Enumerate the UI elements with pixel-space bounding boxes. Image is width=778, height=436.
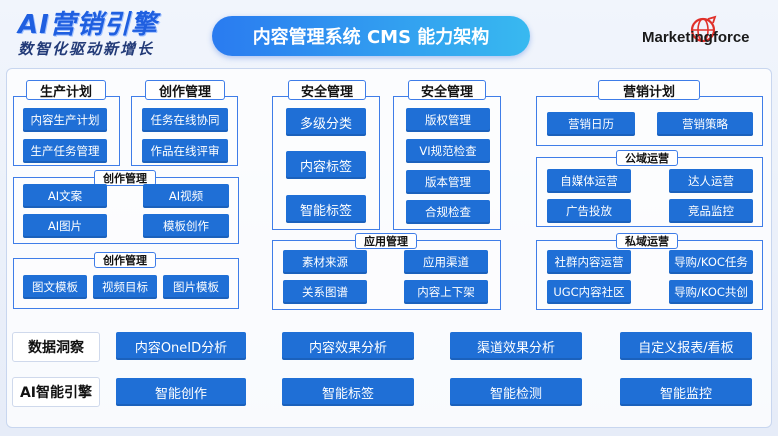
ad-placement-button[interactable]: 广告投放 (547, 199, 631, 223)
community-content-ops-button[interactable]: 社群内容运营 (547, 250, 631, 274)
channel-effect-analysis-button[interactable]: 渠道效果分析 (450, 332, 582, 360)
globe-icon (690, 15, 717, 43)
app-mgmt-title: 应用管理 (355, 233, 417, 249)
public-ops-title: 公域运营 (616, 150, 678, 166)
ai-image-button[interactable]: AI图片 (23, 214, 107, 238)
creation-mgmt-title-top: 创作管理 (145, 80, 225, 100)
production-task-mgmt-button[interactable]: 生产任务管理 (23, 139, 107, 163)
security-mgmt-title-a: 安全管理 (288, 80, 366, 100)
task-collab-button[interactable]: 任务在线协同 (142, 108, 228, 132)
brand-title: AI营销引擎 (18, 10, 158, 40)
competitor-monitor-button[interactable]: 竞品监控 (669, 199, 753, 223)
content-production-plan-button[interactable]: 内容生产计划 (23, 108, 107, 132)
copyright-mgmt-button[interactable]: 版权管理 (406, 108, 490, 132)
image-text-template-button[interactable]: 图文模板 (23, 275, 87, 299)
logo-text: Marketingforce (642, 29, 750, 46)
guide-koc-task-button[interactable]: 导购/KOC任务 (669, 250, 753, 274)
marketing-strategy-button[interactable]: 营销策略 (657, 112, 753, 136)
material-source-button[interactable]: 素材来源 (283, 250, 367, 274)
content-publish-button[interactable]: 内容上下架 (404, 280, 488, 304)
oneid-analysis-button[interactable]: 内容OneID分析 (116, 332, 246, 360)
creation-mgmt-title-ai: 创作管理 (94, 170, 156, 186)
production-plan-title: 生产计划 (26, 80, 106, 100)
smart-detection-button[interactable]: 智能检测 (450, 378, 582, 406)
marketingforce-logo: Marketingforce (642, 15, 762, 57)
image-template-button[interactable]: 图片模板 (163, 275, 229, 299)
marketing-calendar-button[interactable]: 营销日历 (547, 112, 635, 136)
page-title-text: 内容管理系统 CMS 能力架构 (252, 27, 490, 48)
video-target-button[interactable]: 视频目标 (93, 275, 157, 299)
content-tag-button[interactable]: 内容标签 (286, 151, 366, 179)
smart-monitor-button[interactable]: 智能监控 (620, 378, 752, 406)
compliance-check-button[interactable]: 合规检查 (406, 200, 490, 224)
brand-subtitle: 数智化驱动新增长 (18, 40, 155, 58)
app-channel-button[interactable]: 应用渠道 (404, 250, 488, 274)
version-mgmt-button[interactable]: 版本管理 (406, 170, 490, 194)
smart-tagging-button[interactable]: 智能标签 (282, 378, 414, 406)
multi-level-category-button[interactable]: 多级分类 (286, 108, 366, 136)
private-ops-title: 私域运营 (616, 233, 678, 249)
page-title: 内容管理系统 CMS 能力架构 (212, 16, 530, 56)
ai-video-button[interactable]: AI视频 (143, 184, 229, 208)
self-media-ops-button[interactable]: 自媒体运营 (547, 169, 631, 193)
ai-engine-label: AI智能引擎 (12, 377, 100, 407)
work-review-button[interactable]: 作品在线评审 (142, 139, 228, 163)
influencer-ops-button[interactable]: 达人运营 (669, 169, 753, 193)
relation-graph-button[interactable]: 关系图谱 (283, 280, 367, 304)
ugc-community-button[interactable]: UGC内容社区 (547, 280, 631, 304)
vi-check-button[interactable]: VI规范检查 (406, 139, 490, 163)
security-mgmt-title-b: 安全管理 (408, 80, 486, 100)
ai-copywriting-button[interactable]: AI文案 (23, 184, 107, 208)
guide-koc-cocreate-button[interactable]: 导购/KOC共创 (669, 280, 753, 304)
template-creation-button[interactable]: 模板创作 (143, 214, 229, 238)
creation-mgmt-title-templates: 创作管理 (94, 252, 156, 268)
smart-tag-button[interactable]: 智能标签 (286, 195, 366, 223)
content-effect-analysis-button[interactable]: 内容效果分析 (282, 332, 414, 360)
data-insight-label: 数据洞察 (12, 332, 100, 362)
smart-creation-button[interactable]: 智能创作 (116, 378, 246, 406)
marketing-plan-title: 营销计划 (598, 80, 700, 100)
custom-report-button[interactable]: 自定义报表/看板 (620, 332, 752, 360)
